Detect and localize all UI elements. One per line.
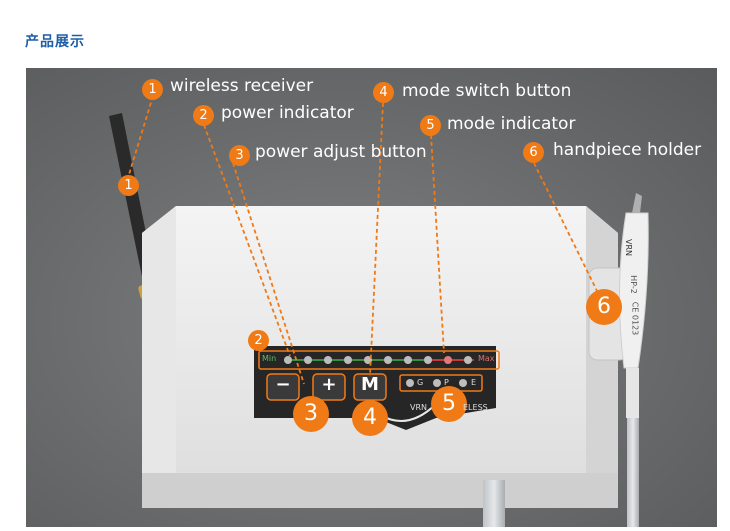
panel-brand-suffix: ELESS — [463, 403, 488, 412]
callout-label-wireless-receiver: wireless receiver — [170, 76, 314, 96]
panel-brand: VRN — [410, 403, 428, 412]
callout-badge-4: 4 — [373, 82, 394, 103]
big-badge-6: 6 — [586, 289, 622, 325]
callout-label-handpiece-holder: handpiece holder — [553, 140, 702, 160]
callout-label-mode-switch-button: mode switch button — [402, 81, 572, 101]
mode-g-label: G — [417, 378, 424, 387]
callout-label-power-adjust-button: power adjust button — [255, 142, 427, 162]
mode-p-label: P — [444, 378, 449, 387]
handpiece-model: HP-2 — [628, 275, 638, 294]
callout-label-power-indicator: power indicator — [221, 103, 354, 123]
callout-badge-5: 5 — [420, 115, 441, 136]
callout-badge-3: 3 — [229, 145, 250, 166]
mode-button: M — [361, 374, 379, 395]
mode-e-label: E — [471, 378, 477, 387]
handpiece-mark: CE 0123 — [630, 301, 640, 336]
power-indicator-frame — [258, 350, 500, 370]
power-led-row — [284, 356, 472, 364]
callout-badge-1: 1 — [142, 79, 163, 100]
big-badge-4: 4 — [352, 400, 388, 436]
product-photo: 1 wireless receiver 2 power indicator 3 … — [26, 68, 717, 527]
big-badge-5: 5 — [431, 386, 467, 422]
device-badge-1: 1 — [118, 175, 139, 196]
minus-button: − — [275, 374, 291, 395]
max-label: Max — [478, 354, 495, 363]
minus-button-shape — [266, 373, 300, 401]
device-badge-2: 2 — [248, 330, 269, 351]
callout-badge-2: 2 — [193, 105, 214, 126]
page-heading: 产品展示 — [25, 34, 85, 50]
callout-badge-6: 6 — [523, 142, 544, 163]
callout-label-mode-indicator: mode indicator — [447, 114, 576, 134]
handpiece-brand: VRN — [624, 238, 634, 257]
handpiece-cable — [627, 418, 639, 527]
plus-button-shape — [312, 373, 346, 401]
plus-button: + — [321, 374, 337, 395]
big-badge-3: 3 — [293, 396, 329, 432]
power-cable — [483, 480, 505, 527]
min-label: Min — [262, 354, 277, 363]
leader-lines — [126, 95, 599, 385]
